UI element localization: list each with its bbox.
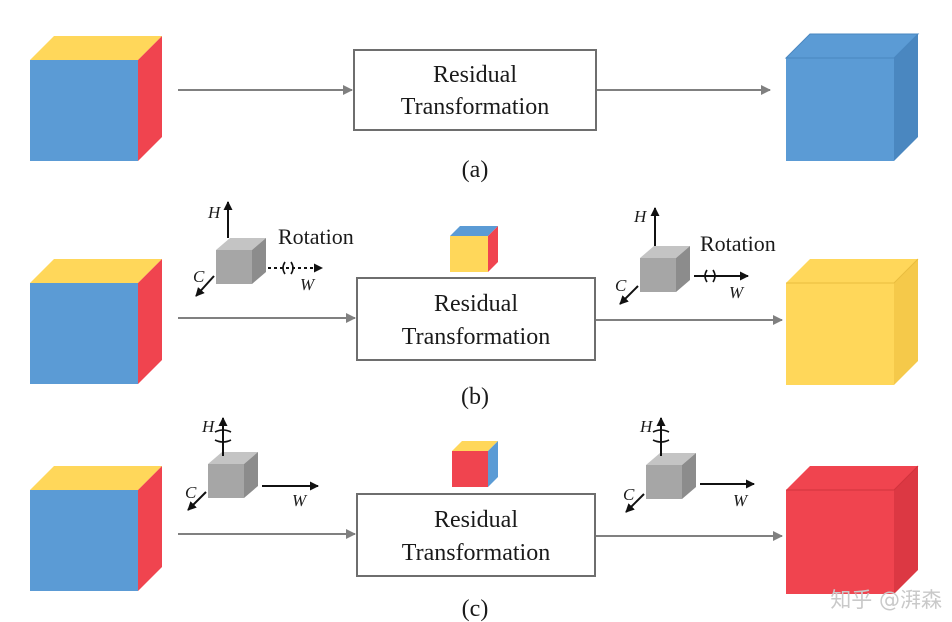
box-label-line2: Transformation	[402, 324, 550, 350]
axis-c-label: C	[185, 483, 197, 502]
rotation-curl-icon	[290, 261, 294, 275]
input-cube-a	[30, 36, 162, 161]
cube-side-face	[894, 34, 918, 161]
axis-c-arrow	[187, 491, 207, 511]
cube-top-face	[786, 466, 918, 490]
gray-cube-side	[676, 246, 690, 292]
output-cube-b	[786, 258, 919, 385]
cube-front-face	[786, 58, 894, 161]
axis-w-label: W	[292, 491, 308, 510]
box-label-line2: Transformation	[401, 94, 549, 120]
rotation-curl-icon	[712, 269, 716, 283]
cube-top-face	[30, 259, 162, 283]
output-cube-a	[784, 33, 920, 161]
row-c: H C W Residual Transformation H C	[30, 417, 919, 622]
small-cube-b	[450, 226, 498, 272]
cube-top-face	[786, 259, 918, 283]
small-cube-front	[452, 451, 488, 487]
small-cube-top	[452, 441, 498, 451]
cube-edge	[784, 33, 920, 59]
output-cube-c	[786, 465, 919, 594]
caption-b: (b)	[461, 384, 489, 410]
rotation-label-left: Rotation	[278, 224, 354, 249]
axis-glyph-left-b: H C W Rotation	[193, 201, 354, 297]
cube-side-face	[138, 466, 162, 591]
gray-cube-top	[216, 238, 266, 250]
input-cube-c	[30, 466, 162, 591]
box-label-line1: Residual	[434, 291, 518, 317]
gray-cube-front	[216, 250, 252, 284]
watermark: 知乎 @湃森	[830, 588, 942, 612]
gray-cube-top	[640, 246, 690, 258]
cube-front-face	[786, 490, 894, 594]
axis-h-label: H	[639, 417, 654, 436]
gray-cube-side	[682, 453, 696, 499]
residual-transformation-box	[356, 493, 596, 577]
rotation-curl-icon	[282, 261, 286, 275]
cube-top-face	[30, 36, 162, 60]
axis-glyph-right-c: H C W	[623, 417, 755, 513]
row-b: H C W Rotation Residual Transformation H	[30, 201, 919, 410]
axis-c-arrow	[195, 275, 215, 297]
cube-side-face	[138, 36, 162, 161]
residual-transformation-box	[356, 277, 596, 361]
input-cube-b	[30, 259, 162, 384]
cube-front-face	[30, 490, 138, 591]
box-label-line2: Transformation	[402, 540, 550, 566]
axis-c-arrow	[625, 493, 645, 513]
box-label-line1: Residual	[433, 62, 517, 88]
small-cube-c	[452, 441, 498, 487]
axis-h-label: H	[201, 417, 216, 436]
cube-front-face	[786, 283, 894, 385]
gray-cube-front	[640, 258, 676, 292]
small-cube-front	[450, 236, 488, 272]
row-a: Residual Transformation (a)	[30, 33, 920, 183]
axis-h-label: H	[207, 203, 222, 222]
cube-edge	[786, 258, 919, 284]
axis-c-label: C	[623, 485, 635, 504]
box-label-line1: Residual	[434, 507, 518, 533]
axis-w-label: W	[733, 491, 749, 510]
cube-side-face	[894, 466, 918, 594]
rotation-curl-icon	[214, 429, 232, 433]
cube-front-face	[30, 60, 138, 161]
gray-cube-side	[252, 238, 266, 284]
gray-cube-top	[208, 452, 258, 464]
axis-c-label: C	[193, 267, 205, 286]
small-cube-side	[488, 441, 498, 487]
cube-edge	[786, 465, 919, 491]
cube-side-face	[138, 259, 162, 384]
caption-c: (c)	[462, 596, 489, 622]
cube-front-face	[30, 283, 138, 384]
rotation-label-right: Rotation	[700, 231, 776, 256]
axis-c-label: C	[615, 276, 627, 295]
axis-w-label: W	[300, 275, 316, 294]
residual-transformation-box	[353, 49, 597, 131]
axis-glyph-left-c: H C W	[185, 417, 319, 511]
rotation-curl-icon	[652, 439, 670, 443]
cube-side-face	[894, 259, 918, 385]
gray-cube-front	[646, 465, 682, 499]
axis-glyph-right-b: H C W Rotation	[615, 207, 776, 305]
caption-a: (a)	[462, 157, 489, 183]
axis-c-arrow	[619, 285, 639, 305]
axis-w-label: W	[729, 283, 745, 302]
rotation-curl-icon	[704, 269, 708, 283]
gray-cube-side	[244, 452, 258, 498]
rotation-curl-icon	[214, 439, 232, 443]
cube-top-face	[786, 34, 918, 58]
rotation-curl-icon	[652, 429, 670, 433]
cube-top-face	[30, 466, 162, 490]
gray-cube-front	[208, 464, 244, 498]
axis-h-label: H	[633, 207, 648, 226]
small-cube-top	[450, 226, 498, 236]
gray-cube-top	[646, 453, 696, 465]
small-cube-side	[488, 226, 498, 272]
